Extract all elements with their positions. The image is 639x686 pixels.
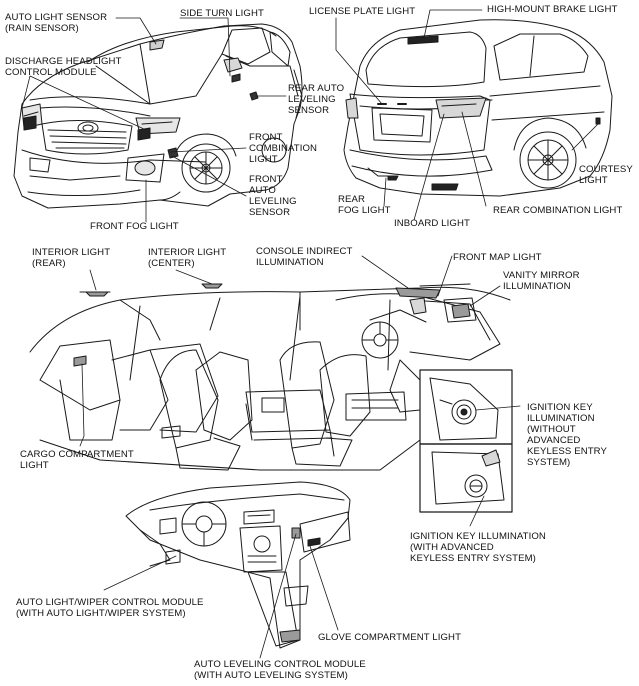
label-interior-light-center: INTERIOR LIGHT(CENTER) [148, 247, 227, 269]
label-front-fog-light: FRONT FOG LIGHT [90, 221, 179, 232]
label-license-plate-light: LICENSE PLATE LIGHT [309, 6, 416, 17]
label-high-mount-brake-light: HIGH-MOUNT BRAKE LIGHT [487, 4, 618, 15]
label-auto-leveling-control-module: AUTO LEVELING CONTROL MODULE(WITH AUTO L… [194, 659, 366, 681]
label-interior-light-rear: INTERIOR LIGHT(REAR) [32, 247, 111, 269]
rear-vehicle-drawing [343, 19, 613, 197]
label-side-turn-light: SIDE TURN LIGHT [180, 8, 264, 19]
label-auto-light-wiper-control-module: AUTO LIGHT/WIPER CONTROL MODULE(WITH AUT… [16, 597, 204, 619]
leader-lines [21, 9, 599, 659]
dashboard-drawing [125, 481, 351, 649]
label-glove-compartment-light: GLOVE COMPARTMENT LIGHT [318, 632, 462, 643]
front-vehicle-drawing [13, 23, 303, 209]
label-rear-combination-light: REAR COMBINATION LIGHT [493, 205, 623, 216]
label-inboard-light: INBOARD LIGHT [394, 218, 470, 229]
interior-drawing [29, 283, 511, 471]
label-front-map-light: FRONT MAP LIGHT [453, 252, 542, 263]
ignition-inset [419, 369, 513, 513]
label-auto-light-sensor: AUTO LIGHT SENSOR(RAIN SENSOR) [5, 12, 108, 34]
